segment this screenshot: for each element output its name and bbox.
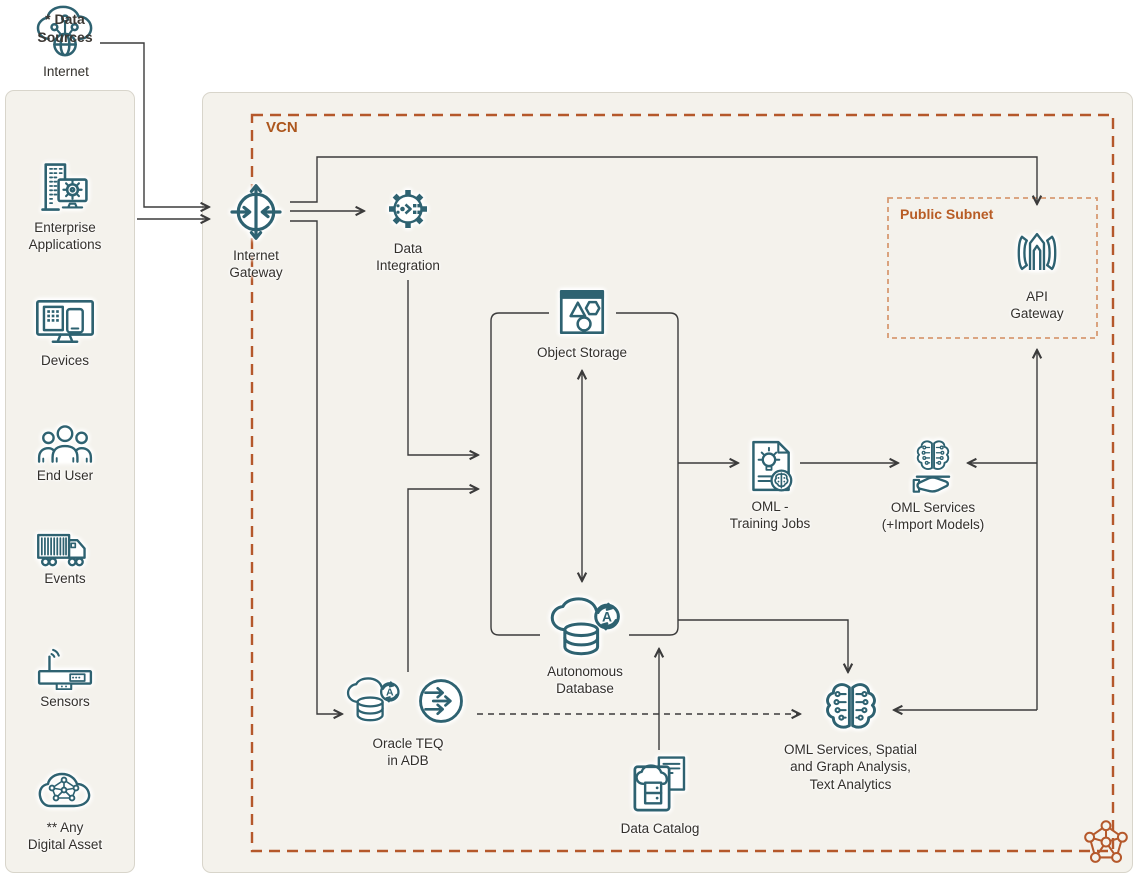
node-object-storage: Object Storage: [522, 283, 642, 361]
source-sensors: Sensors: [0, 644, 130, 710]
oracle-teq-queue-icon: [419, 679, 463, 723]
vcn-boundary: [250, 113, 1115, 853]
source-label: Sensors: [40, 694, 90, 709]
node-data-catalog: Data Catalog: [595, 753, 725, 837]
source-label: End User: [36, 468, 94, 483]
source-devices: Devices: [0, 298, 130, 369]
public-subnet-label: Public Subnet: [900, 206, 994, 222]
node-oml-spatial: OML Services, Spatial and Graph Analysis…: [763, 678, 938, 793]
internet-cloud-icon: [36, 5, 93, 57]
vcn-label: VCN: [266, 119, 298, 136]
node-label: OML Services, Spatial and Graph Analysis…: [783, 742, 918, 792]
data-catalog-icon: [633, 756, 686, 812]
internet-gateway-icon: [230, 184, 282, 240]
autonomous-database-icon: [550, 597, 620, 656]
source-enterprise-applications: Enterprise Applications: [0, 156, 130, 254]
source-digital-asset: ** Any Digital Asset: [0, 768, 130, 854]
source-label: Devices: [40, 353, 89, 368]
cluster-network-icon: [1084, 820, 1128, 863]
digital-asset-cloud-icon: [38, 772, 91, 808]
cloud-region-panel: [202, 92, 1133, 873]
node-api-gateway: API Gateway: [992, 225, 1082, 323]
source-end-user: End User: [0, 422, 130, 484]
enterprise-applications-icon: [41, 163, 88, 211]
public-subnet-boundary: [887, 197, 1098, 339]
object-storage-icon: [559, 289, 605, 335]
node-label: Data Catalog: [620, 821, 700, 836]
connectors: [100, 42, 1037, 750]
node-label: Autonomous Database: [547, 664, 623, 697]
end-user-icon: [37, 425, 93, 463]
node-label: Oracle TEQ in ADB: [372, 736, 444, 769]
node-oml-training-jobs: OML - Training Jobs: [715, 437, 825, 533]
node-autonomous-database: Autonomous Database: [530, 597, 640, 698]
data-sources-panel: [5, 90, 135, 873]
sensors-icon: [37, 648, 93, 690]
source-label: Events: [44, 571, 86, 586]
node-oml-services-import: OML Services (+Import Models): [868, 436, 998, 534]
data-sources-title: * Data Sources: [37, 11, 93, 46]
node-data-integration: Data Integration: [363, 181, 453, 275]
oracle-teq-adb-icon: [346, 677, 400, 722]
node-label: API Gateway: [1010, 289, 1064, 322]
events-truck-icon: [37, 533, 86, 567]
node-oracle-teq: Oracle TEQ in ADB: [343, 670, 473, 770]
source-events: Events: [0, 532, 130, 587]
node-label: Internet Gateway: [229, 248, 283, 281]
node-label: Object Storage: [536, 345, 628, 360]
node-label: Data Integration: [376, 241, 440, 274]
node-internet: Internet: [26, 4, 106, 80]
source-label: ** Any Digital Asset: [27, 820, 103, 853]
devices-icon: [35, 300, 95, 343]
source-label: Enterprise Applications: [28, 220, 102, 253]
node-label: OML Services (+Import Models): [881, 500, 985, 533]
oml-training-jobs-icon: [752, 440, 793, 492]
oml-spatial-brain-icon: [825, 683, 876, 729]
data-integration-gear-icon: [389, 190, 427, 228]
oml-services-hand-icon: [912, 440, 951, 493]
node-label: OML - Training Jobs: [729, 499, 811, 532]
api-gateway-icon: [1017, 232, 1057, 271]
node-internet-gateway: Internet Gateway: [219, 180, 293, 282]
node-label: Internet: [43, 64, 89, 79]
